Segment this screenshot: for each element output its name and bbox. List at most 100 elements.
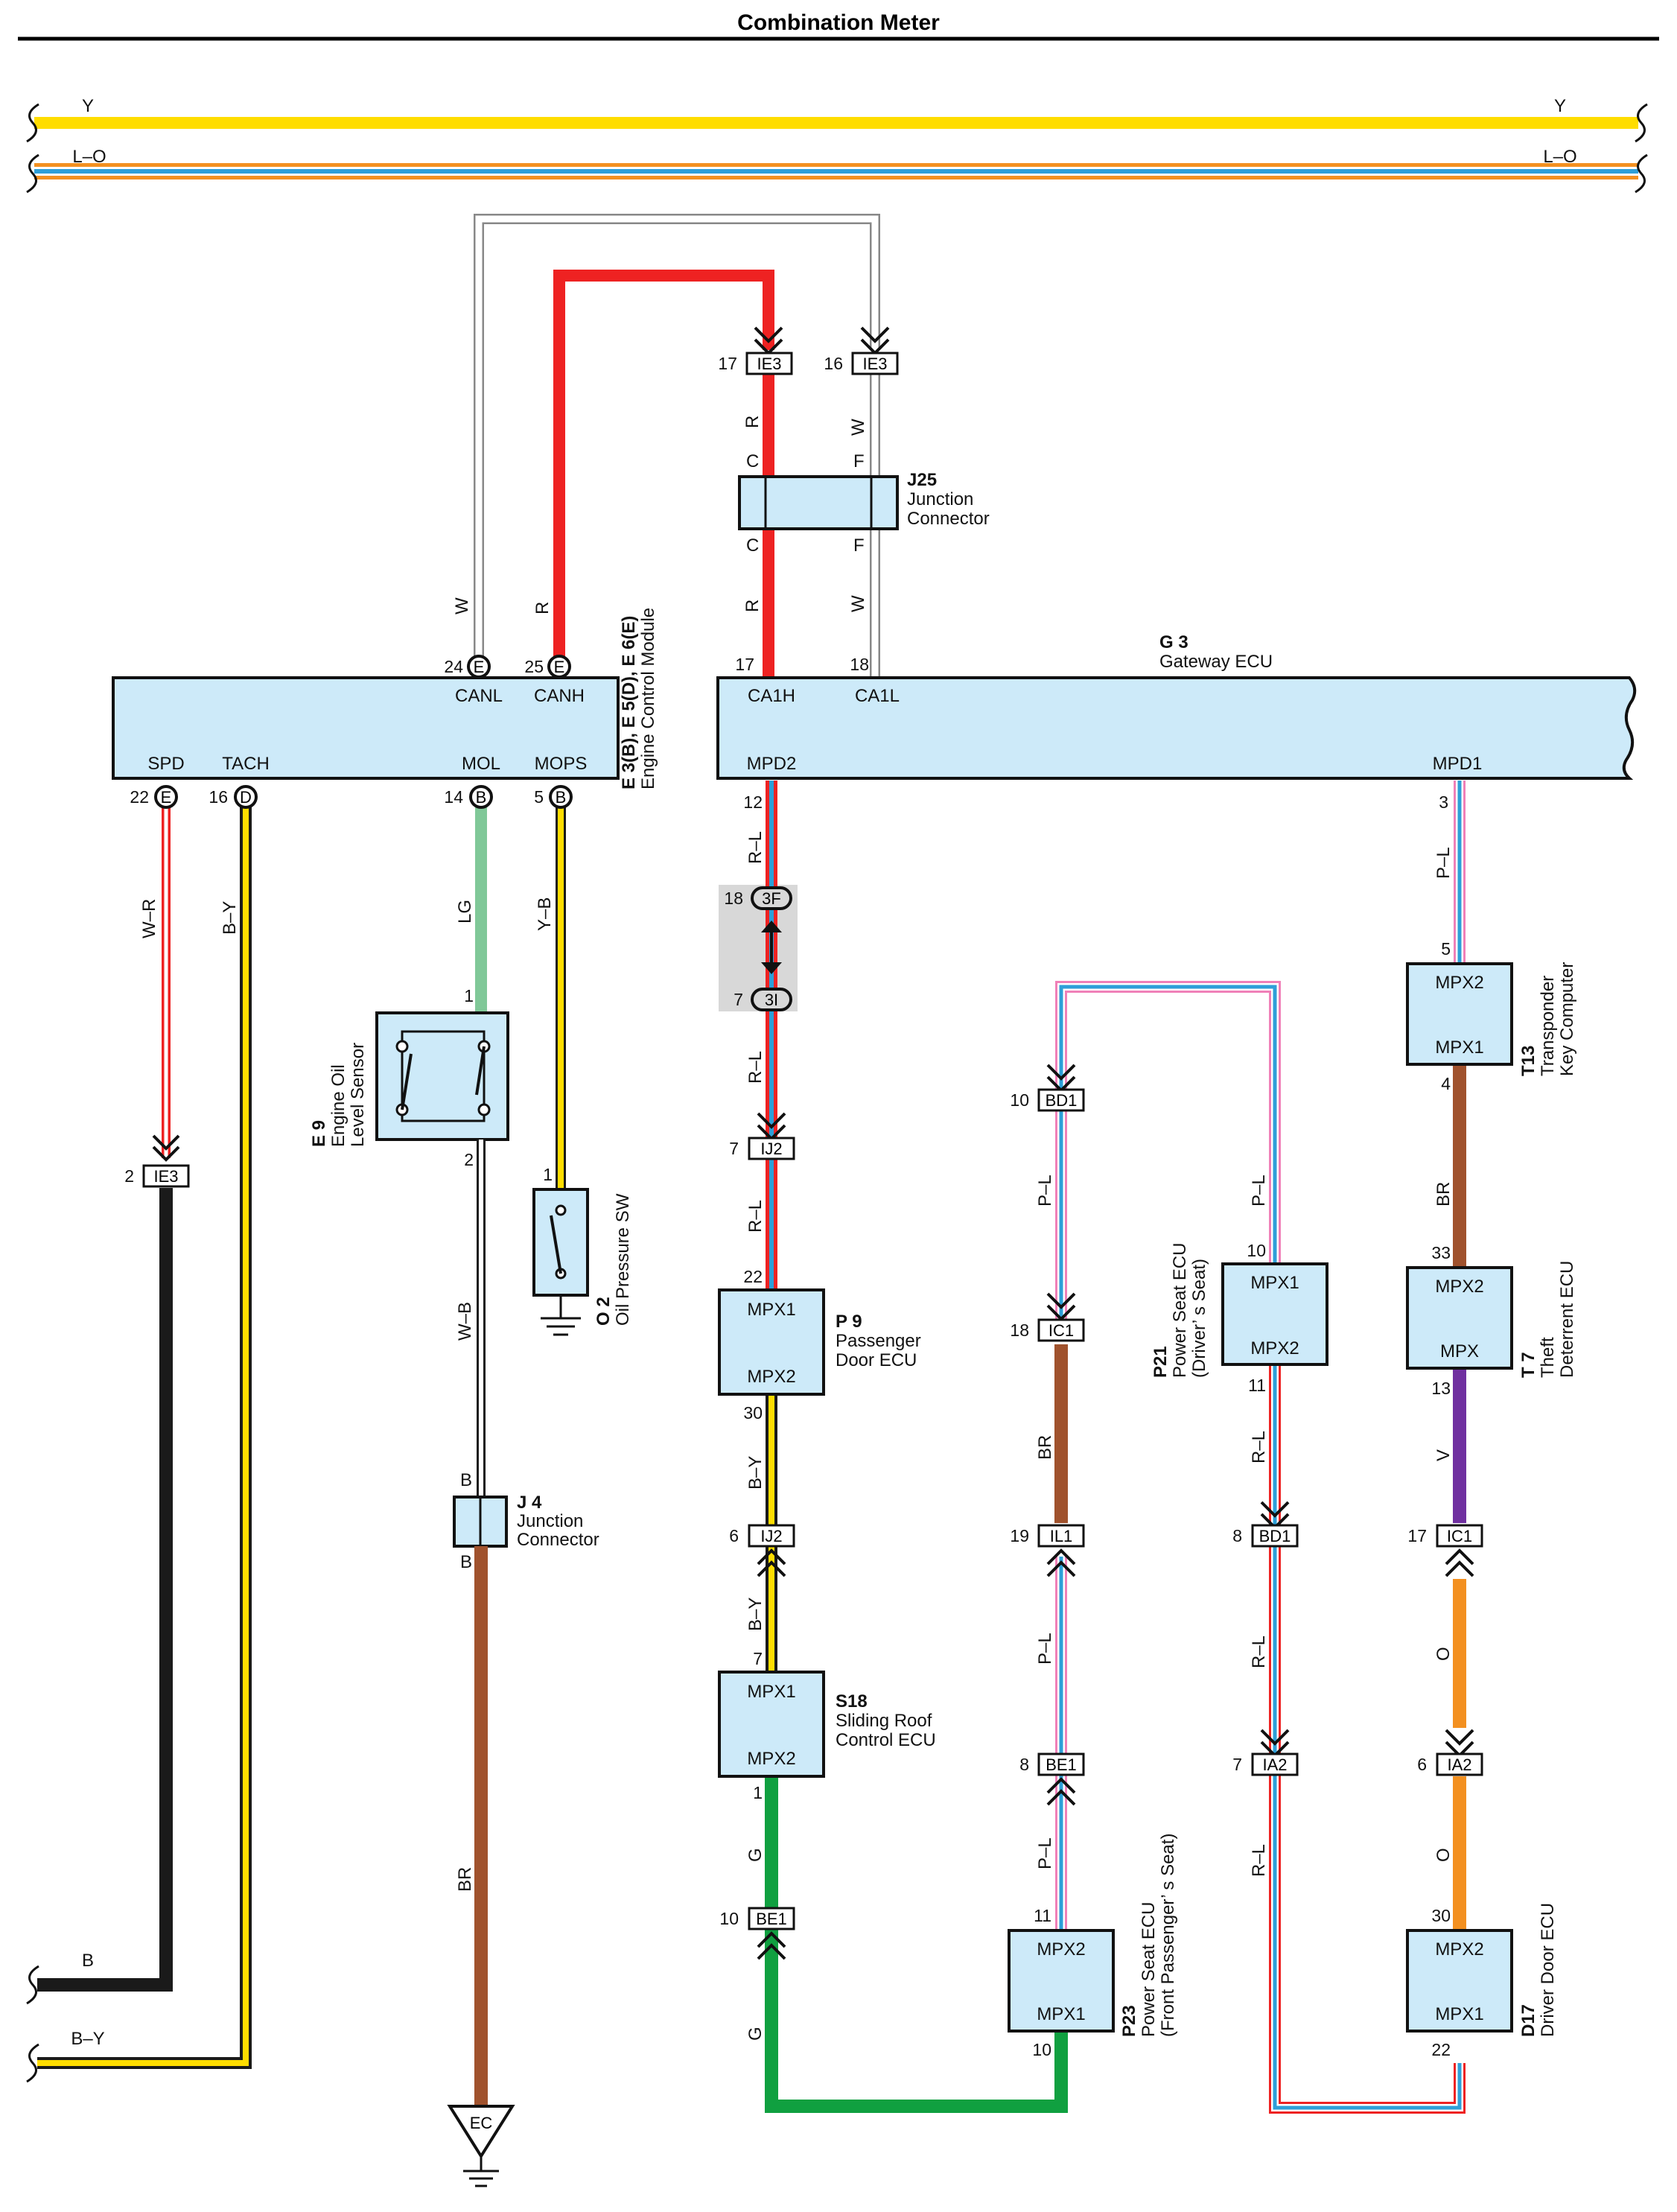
svg-text:7: 7 <box>1232 1755 1242 1774</box>
svg-text:MPX1: MPX1 <box>1435 1037 1483 1058</box>
svg-text:BE1: BE1 <box>1046 1755 1077 1774</box>
junction-connector-j25: C F C F J25 Junction Connector <box>738 451 990 556</box>
svg-text:G: G <box>745 1848 766 1862</box>
svg-text:Door ECU: Door ECU <box>836 1350 917 1370</box>
svg-text:18: 18 <box>724 889 743 908</box>
svg-text:D: D <box>240 788 252 807</box>
svg-text:Power Seat ECU: Power Seat ECU <box>1170 1243 1190 1378</box>
svg-text:T 7: T 7 <box>1518 1352 1538 1378</box>
svg-text:8: 8 <box>1019 1755 1029 1774</box>
svg-text:Engine Control Module: Engine Control Module <box>638 608 658 789</box>
connector-ia2-6: IA2 6 <box>1417 1729 1483 1776</box>
svg-text:IC1: IC1 <box>1048 1321 1074 1340</box>
svg-text:18: 18 <box>1010 1320 1029 1340</box>
wire-label-r: R <box>742 416 763 428</box>
svg-text:IA2: IA2 <box>1262 1755 1287 1774</box>
svg-text:F: F <box>853 451 865 471</box>
svg-text:MPX1: MPX1 <box>1435 2004 1483 2024</box>
svg-text:P–L: P–L <box>1035 1837 1055 1869</box>
svg-text:Sliding Roof: Sliding Roof <box>836 1711 932 1731</box>
svg-text:O: O <box>1433 1848 1454 1862</box>
pl-wire-loop-p21: P–L P–L <box>1035 981 1281 1322</box>
svg-text:W–B: W–B <box>455 1302 475 1341</box>
svg-text:3F: 3F <box>762 889 781 908</box>
svg-text:6: 6 <box>1417 1755 1427 1774</box>
svg-text:Driver Door ECU: Driver Door ECU <box>1538 1903 1558 2037</box>
svg-text:J 4: J 4 <box>517 1493 542 1513</box>
svg-text:C: C <box>746 535 759 556</box>
rl-wire-mpd2: R–L R–L R–L <box>745 781 777 1288</box>
svg-text:Power Seat ECU: Power Seat ECU <box>1139 1902 1159 2037</box>
svg-text:MPD1: MPD1 <box>1433 754 1483 774</box>
spd-wire: E 22 W–R <box>130 785 180 1162</box>
svg-text:P–L: P–L <box>1433 847 1454 879</box>
svg-text:MPX2: MPX2 <box>1435 973 1483 993</box>
break-symbol <box>1635 153 1648 194</box>
svg-text:E: E <box>474 658 485 676</box>
svg-text:10: 10 <box>1010 1090 1029 1110</box>
svg-text:4: 4 <box>1441 1074 1451 1093</box>
passenger-door-ecu-p9: MPX1 MPX2 22 30 P 9 Passenger Door ECU <box>718 1267 921 1423</box>
engine-control-module: CANL CANH SPD TACH MOL MOPS E 3(B), E 5(… <box>112 608 658 789</box>
svg-text:Deterrent ECU: Deterrent ECU <box>1557 1261 1577 1378</box>
svg-text:Key Computer: Key Computer <box>1557 962 1577 1076</box>
svg-text:Junction: Junction <box>517 1511 583 1531</box>
svg-text:Junction: Junction <box>907 489 973 509</box>
connector-ie3-16: IE3 16 <box>824 326 899 375</box>
svg-text:MPX1: MPX1 <box>1250 1273 1299 1293</box>
svg-text:IE3: IE3 <box>862 355 887 373</box>
svg-text:G: G <box>745 2027 766 2041</box>
svg-text:D17: D17 <box>1518 2004 1538 2037</box>
v-wire-t7: V <box>1433 1370 1466 1523</box>
power-seat-ecu-p21: MPX1 MPX2 10 11 P21 Power Seat ECU (Driv… <box>1151 1241 1328 1395</box>
svg-text:Engine Oil: Engine Oil <box>328 1064 349 1147</box>
svg-text:R–L: R–L <box>1249 1431 1269 1463</box>
svg-text:MOPS: MOPS <box>535 754 588 774</box>
svg-text:MPD2: MPD2 <box>747 754 797 774</box>
svg-text:E: E <box>554 658 565 676</box>
bus-lo-label: L–O <box>72 147 106 167</box>
svg-text:CANL: CANL <box>455 686 503 706</box>
svg-text:2: 2 <box>124 1166 134 1186</box>
svg-text:25: 25 <box>524 657 544 676</box>
oil-pressure-switch-o2: 1 O 2 Oil Pressure SW <box>532 1165 633 1336</box>
svg-text:B: B <box>460 1552 472 1572</box>
svg-text:CA1H: CA1H <box>748 686 795 706</box>
o-wire-d17: O O <box>1433 1579 1466 1930</box>
theft-deterrent-ecu-t7: MPX2 MPX 33 13 T 7 Theft Deterrent ECU <box>1406 1243 1577 1398</box>
svg-text:(Front Passenger’ s Seat): (Front Passenger’ s Seat) <box>1158 1834 1178 2037</box>
svg-text:W: W <box>452 597 472 614</box>
svg-text:7: 7 <box>753 1649 763 1668</box>
svg-text:S18: S18 <box>836 1691 868 1712</box>
br-wire-ic1-il1: BR <box>1035 1344 1068 1523</box>
pl-wire-p23: P–L P–L <box>1035 1557 1067 1930</box>
svg-text:B–Y: B–Y <box>71 2029 104 2049</box>
junction-connector-j4: B B J 4 Junction Connector <box>453 1470 599 1572</box>
svg-text:IJ2: IJ2 <box>760 1527 782 1545</box>
break-symbol <box>1635 103 1648 143</box>
ecm-pin-canh: E 25 R <box>524 602 571 678</box>
svg-text:F: F <box>853 535 865 556</box>
svg-text:7: 7 <box>729 1139 739 1158</box>
svg-text:IE3: IE3 <box>153 1167 178 1186</box>
svg-text:P–L: P–L <box>1249 1175 1269 1207</box>
svg-text:1: 1 <box>753 1783 763 1802</box>
svg-text:MPX2: MPX2 <box>747 1367 795 1387</box>
power-seat-ecu-p23: MPX2 MPX1 11 10 P23 Power Seat ECU (Fron… <box>1008 1834 1178 2059</box>
svg-text:E 3(B), E 5(D), E 6(E): E 3(B), E 5(D), E 6(E) <box>619 616 639 789</box>
engine-oil-level-sensor-e9: 1 2 E 9 Engine Oil Level Sensor <box>309 986 509 1169</box>
svg-text:IJ2: IJ2 <box>760 1140 782 1158</box>
svg-text:MPX1: MPX1 <box>1037 2004 1085 2024</box>
bus-y-label: Y <box>1554 96 1566 116</box>
svg-text:5: 5 <box>534 787 544 807</box>
svg-text:MOL: MOL <box>462 754 500 774</box>
svg-text:22: 22 <box>743 1267 763 1286</box>
svg-text:O: O <box>1433 1647 1454 1661</box>
svg-text:B: B <box>476 788 487 807</box>
transponder-key-computer-t13: MPX2 MPX1 5 4 T13 Transponder Key Comput… <box>1406 939 1577 1093</box>
svg-text:B: B <box>460 1470 472 1490</box>
wire-label-w: W <box>848 595 868 612</box>
svg-text:Transponder: Transponder <box>1538 976 1558 1076</box>
svg-text:O 2: O 2 <box>594 1297 614 1326</box>
g-wire-s18-p23: G G <box>745 1778 1068 2113</box>
